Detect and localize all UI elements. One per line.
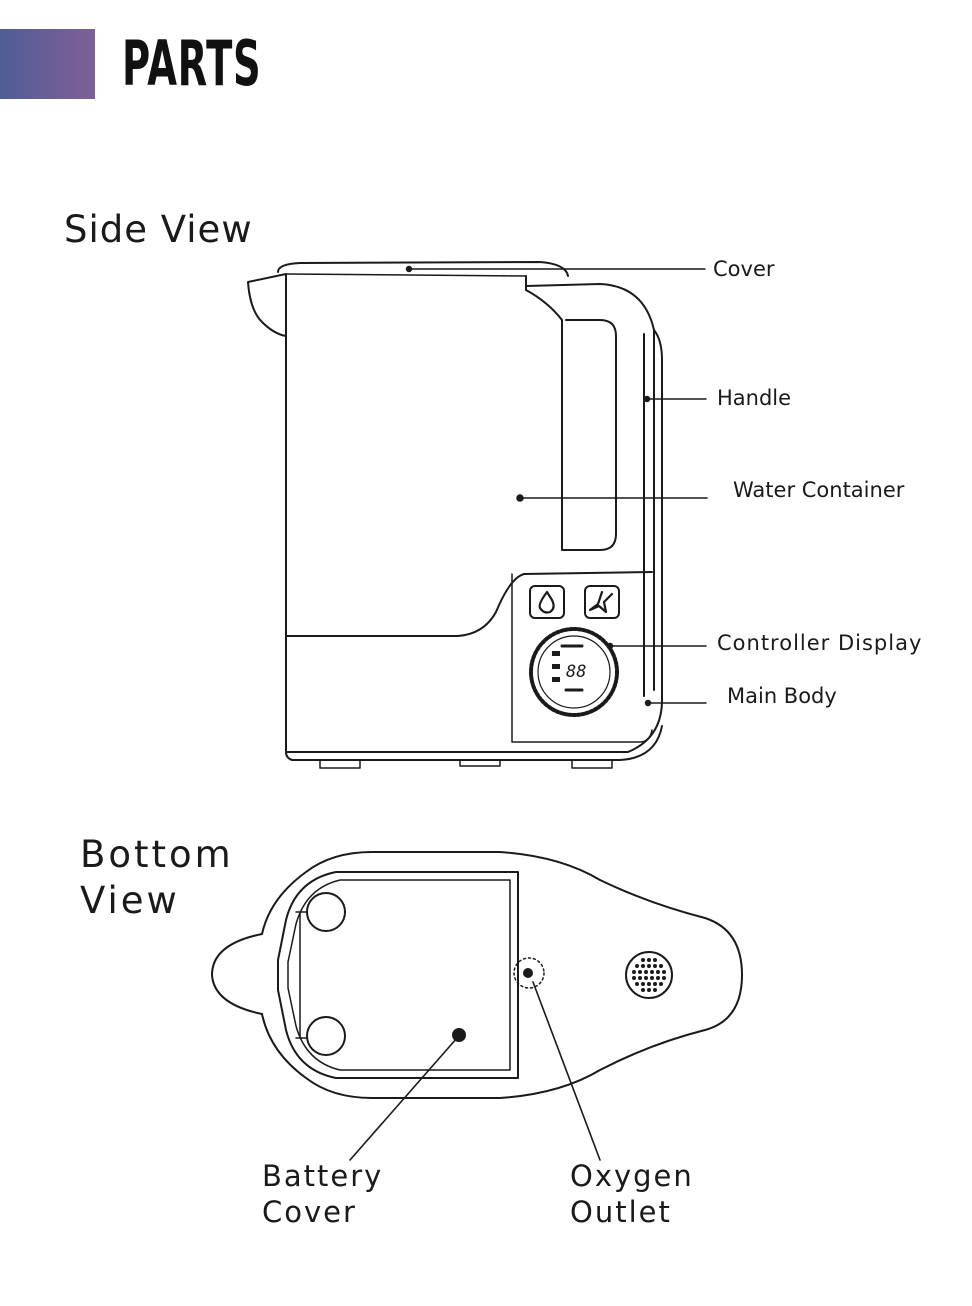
bottom-foot-top: [306, 892, 346, 932]
bottom-view-heading-line2: View: [80, 879, 180, 922]
label-handle: Handle: [717, 386, 792, 410]
bottom-view-heading: Bottom View: [80, 832, 234, 924]
label-cover: Cover: [713, 257, 775, 281]
side-view-heading: Side View: [64, 208, 253, 251]
handle-inner: [525, 289, 617, 551]
mode-button[interactable]: [584, 585, 620, 619]
oxygen-outlet: [513, 957, 545, 989]
label-battery-cover-line2: Cover: [262, 1195, 357, 1229]
bottom-view-leader-lines: [349, 981, 601, 1161]
bottom-view-heading-line1: Bottom: [80, 833, 234, 876]
bottom-foot-bottom: [306, 1016, 346, 1056]
label-oxygen-outlet: Oxygen Outlet: [570, 1158, 694, 1230]
bottom-body-outline: [261, 851, 743, 1099]
bottom-spout-outline: [211, 933, 263, 1015]
header-accent-bar: [0, 29, 95, 99]
handle-outer: [525, 283, 655, 691]
side-view-leader-lines: [405, 265, 708, 707]
label-oxygen-outlet-line1: Oxygen: [570, 1159, 694, 1193]
label-main-body: Main Body: [727, 684, 837, 708]
label-water-container: Water Container: [733, 478, 905, 502]
battery-cover-marker: [452, 1028, 466, 1042]
label-battery-cover-line1: Battery: [262, 1159, 384, 1193]
side-view-drawing: 88: [247, 261, 708, 769]
page-title: PARTS: [122, 27, 262, 100]
water-container-base-curve: [285, 571, 653, 637]
label-oxygen-outlet-line2: Outlet: [570, 1195, 672, 1229]
bottom-view-drawing: [211, 851, 743, 1161]
main-body: [285, 635, 663, 761]
water-drop-button[interactable]: [529, 585, 565, 619]
battery-cover-outline: [277, 871, 519, 1079]
water-drop-icon: [538, 590, 555, 614]
label-controller-display: Controller Display: [717, 631, 923, 655]
controller-display-digits: 88: [566, 662, 586, 682]
kettle-spout: [247, 273, 287, 337]
sparkle-icon: [588, 590, 614, 614]
controller-display-ring: [529, 627, 619, 717]
label-battery-cover: Battery Cover: [262, 1158, 383, 1230]
speaker-grille-icon: [625, 951, 673, 999]
